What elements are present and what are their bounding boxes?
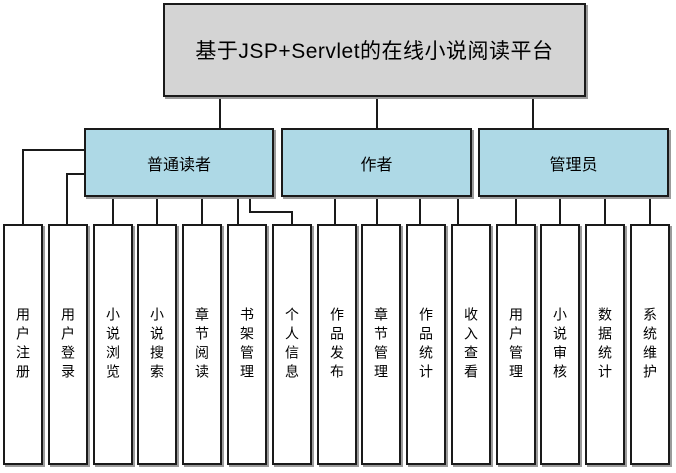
leaf-node-work-statistics: 作品统计 — [406, 224, 446, 465]
leaf-node-label: 个人信息 — [284, 306, 300, 383]
leaf-node-user-management: 用户管理 — [496, 224, 536, 465]
connector-line — [249, 196, 293, 225]
leaf-node-label: 系统维护 — [642, 306, 658, 383]
leaf-node-personal-info: 个人信息 — [272, 224, 312, 465]
leaf-node-label: 用户管理 — [508, 306, 524, 383]
connector-line — [22, 149, 85, 225]
leaf-node-chapter-management: 章节管理 — [361, 224, 401, 465]
branch-node-author: 作者 — [281, 128, 472, 197]
branch-node-admin: 管理员 — [478, 128, 669, 197]
leaf-node-income-view: 收入查看 — [451, 224, 491, 465]
leaf-node-chapter-reading: 章节阅读 — [182, 224, 222, 465]
leaf-node-label: 章节阅读 — [194, 306, 210, 383]
root-node-label: 基于JSP+Servlet的在线小说阅读平台 — [195, 40, 554, 63]
leaf-node-label: 章节管理 — [373, 306, 389, 383]
leaf-node-bookshelf-management: 书架管理 — [227, 224, 267, 465]
leaf-node-label: 小说搜索 — [149, 306, 165, 383]
leaf-node-novel-search: 小说搜索 — [137, 224, 177, 465]
leaf-node-label: 收入查看 — [463, 306, 479, 383]
leaf-node-label: 小说浏览 — [105, 306, 121, 383]
leaf-node-label: 书架管理 — [239, 306, 255, 383]
leaf-node-user-register: 用户注册 — [3, 224, 43, 465]
leaf-node-system-maintenance: 系统维护 — [630, 224, 670, 465]
leaf-node-work-publish: 作品发布 — [317, 224, 357, 465]
branch-node-label: 管理员 — [549, 156, 598, 174]
leaf-node-label: 作品发布 — [329, 306, 345, 383]
connector-line — [66, 173, 85, 225]
leaf-node-novel-browse: 小说浏览 — [93, 224, 133, 465]
leaf-node-label: 用户注册 — [15, 306, 31, 383]
branch-node-label: 普通读者 — [146, 156, 211, 174]
root-node-platform-title: 基于JSP+Servlet的在线小说阅读平台 — [163, 3, 586, 97]
leaf-node-data-statistics: 数据统计 — [585, 224, 625, 465]
branch-node-regular-reader: 普通读者 — [84, 128, 274, 197]
leaf-node-label: 作品统计 — [418, 306, 434, 383]
leaf-node-label: 数据统计 — [597, 306, 613, 383]
leaf-node-novel-review: 小说审核 — [540, 224, 580, 465]
leaf-node-user-login: 用户登录 — [48, 224, 88, 465]
branch-node-label: 作者 — [360, 156, 393, 174]
leaf-node-label: 小说审核 — [552, 306, 568, 383]
leaf-node-label: 用户登录 — [60, 306, 76, 383]
